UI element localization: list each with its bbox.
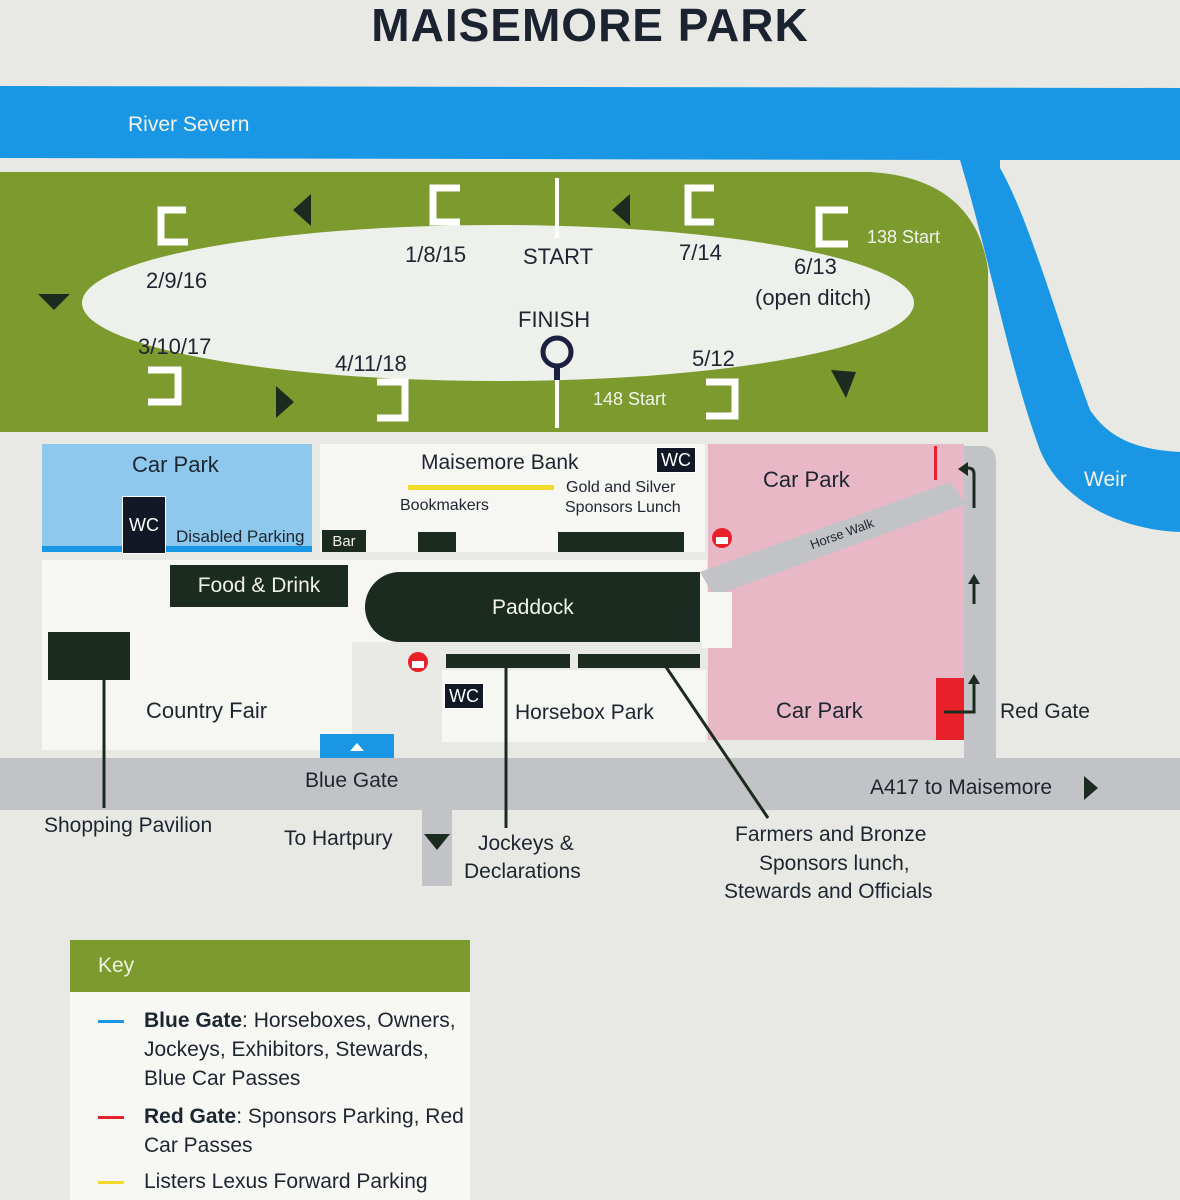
maisemore-bank-label: Maisemore Bank bbox=[421, 451, 579, 474]
weir-label: Weir bbox=[1084, 468, 1127, 491]
jockeys-label-1: Jockeys & bbox=[478, 832, 574, 855]
bar-building: Bar bbox=[322, 530, 366, 552]
jockeys-label-2: Declarations bbox=[464, 860, 581, 883]
a417-label: A417 to Maisemore bbox=[870, 776, 1053, 799]
farmers-label-1: Farmers and Bronze bbox=[735, 823, 927, 846]
disabled-parking-label: Disabled Parking bbox=[176, 527, 305, 546]
finish-label: FINISH bbox=[518, 307, 591, 332]
horsebox-park-area bbox=[442, 670, 706, 742]
start-label: START bbox=[523, 244, 594, 269]
side-road bbox=[964, 446, 996, 764]
car-park-blue-label: Car Park bbox=[132, 452, 219, 477]
inner-oval bbox=[82, 225, 914, 381]
lexus-parking-line bbox=[408, 485, 554, 490]
key-item-text: : Horseboxes, Owners, Jockeys, Exhibitor… bbox=[144, 1009, 456, 1090]
car-park-pink-bottom-label: Car Park bbox=[776, 698, 863, 723]
fence-5-12: 5/12 bbox=[692, 346, 735, 371]
key-item-bold: Red Gate bbox=[144, 1105, 237, 1128]
car-park-pink-top-label: Car Park bbox=[763, 467, 850, 492]
key-heading: Key bbox=[70, 940, 470, 992]
paddock-shape bbox=[365, 572, 700, 642]
country-fair-label: Country Fair bbox=[146, 698, 268, 723]
fence-6-13: 6/13 bbox=[794, 254, 837, 279]
blue-gate-label: Blue Gate bbox=[305, 769, 399, 792]
horse-walk bbox=[700, 482, 966, 596]
fence-2-9-16: 2/9/16 bbox=[146, 268, 208, 293]
car-park-blue bbox=[42, 444, 312, 552]
hartpury-label: To Hartpury bbox=[284, 827, 393, 850]
food-drink-building: Food & Drink bbox=[170, 565, 348, 607]
key-item-text: : Sponsors Parking, Red Car Passes bbox=[144, 1105, 464, 1157]
shopping-pavilion-building bbox=[48, 632, 130, 680]
key-item-blue-gate: Blue Gate: Horseboxes, Owners, Jockeys, … bbox=[98, 1006, 468, 1096]
bookmakers-label: Bookmakers bbox=[400, 497, 489, 514]
start-148-label: 148 Start bbox=[593, 389, 667, 409]
horsebox-park-label: Horsebox Park bbox=[515, 701, 654, 724]
page-title: MAISEMORE PARK bbox=[371, 0, 809, 51]
wc-icon: WC bbox=[656, 447, 696, 473]
farmers-label-3: Stewards and Officials bbox=[724, 880, 933, 903]
fence-4-11-18: 4/11/18 bbox=[335, 351, 407, 376]
red-gate-label: Red Gate bbox=[1000, 700, 1090, 723]
river-label: River Severn bbox=[128, 113, 250, 136]
direction-arrows bbox=[38, 194, 856, 418]
gold-silver-label: Gold and Silver bbox=[566, 479, 676, 496]
key-item-bold: Blue Gate bbox=[144, 1009, 243, 1032]
red-gate-block bbox=[936, 678, 964, 740]
key-line-red bbox=[98, 1116, 124, 1119]
river-severn bbox=[0, 86, 1180, 532]
key-line-blue bbox=[98, 1020, 124, 1023]
fence-3-10-17: 3/10/17 bbox=[138, 334, 212, 359]
key-item-lexus-parking: Listers Lexus Forward Parking bbox=[98, 1167, 468, 1197]
fences bbox=[148, 184, 848, 422]
farmers-label-2: Sponsors lunch, bbox=[759, 852, 910, 875]
key-item-red-gate: Red Gate: Sponsors Parking, Red Car Pass… bbox=[98, 1102, 468, 1162]
shopping-pavilion-label: Shopping Pavilion bbox=[44, 814, 213, 837]
open-ditch-label: (open ditch) bbox=[755, 285, 872, 310]
key-line-yellow bbox=[98, 1181, 124, 1184]
sponsors-lunch-label: Sponsors Lunch bbox=[565, 499, 681, 516]
paddock-label: Paddock bbox=[492, 596, 574, 619]
wc-icon: WC bbox=[444, 683, 484, 709]
vets-label: Vets bbox=[681, 607, 700, 641]
wc-icon: WC bbox=[122, 496, 166, 554]
key-item-text: Listers Lexus Forward Parking bbox=[144, 1170, 428, 1193]
map-key: Key Blue Gate: Horseboxes, Owners, Jocke… bbox=[70, 940, 470, 1200]
fence-1-8-15: 1/8/15 bbox=[405, 242, 467, 267]
main-road bbox=[0, 758, 1180, 810]
fence-7-14: 7/14 bbox=[679, 240, 722, 265]
start-138-label: 138 Start bbox=[867, 227, 941, 247]
